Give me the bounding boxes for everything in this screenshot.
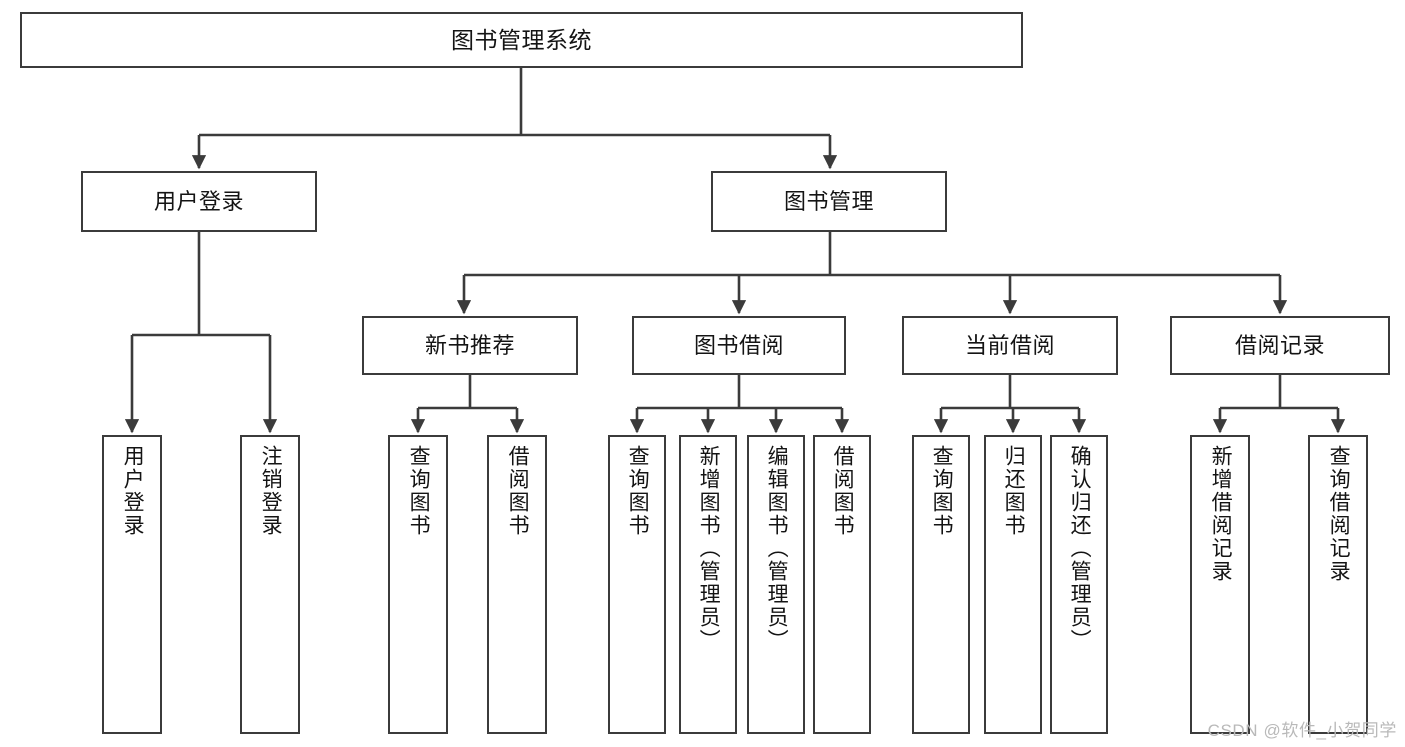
csdn-watermark: CSDN @软件_小贺同学 (1207, 721, 1397, 740)
node-label: 图书管理 (783, 188, 874, 214)
node-label: 查询借阅记录 (1327, 445, 1351, 583)
node-label: 查询图书 (930, 445, 954, 537)
node-book-borrow[interactable]: 图书借阅 (632, 316, 846, 375)
node-leaf-logout[interactable]: 注销登录 (240, 435, 300, 734)
node-user-login[interactable]: 用户登录 (81, 171, 317, 232)
node-leaf-add-record[interactable]: 新增借阅记录 (1190, 435, 1250, 734)
node-leaf-query-book-2[interactable]: 查询图书 (608, 435, 666, 734)
node-leaf-add-book[interactable]: 新增图书（管理员） (679, 435, 737, 734)
node-root-system[interactable]: 图书管理系统 (20, 12, 1023, 68)
node-label: 确认归还（管理员） (1068, 445, 1092, 652)
node-label: 借阅图书 (831, 445, 855, 537)
node-label: 当前借阅 (964, 332, 1055, 358)
node-label: 图书借阅 (693, 332, 784, 358)
node-label: 注销登录 (259, 445, 283, 537)
node-leaf-query-book-1[interactable]: 查询图书 (388, 435, 448, 734)
node-leaf-user-login[interactable]: 用户登录 (102, 435, 162, 734)
node-leaf-borrow-book-2[interactable]: 借阅图书 (813, 435, 871, 734)
node-leaf-confirm-return[interactable]: 确认归还（管理员） (1050, 435, 1108, 734)
node-leaf-query-book-3[interactable]: 查询图书 (912, 435, 970, 734)
node-borrow-record[interactable]: 借阅记录 (1170, 316, 1390, 375)
node-label: 图书管理系统 (451, 26, 592, 53)
node-leaf-query-record[interactable]: 查询借阅记录 (1308, 435, 1368, 734)
node-label: 用户登录 (153, 188, 244, 214)
node-leaf-return-book[interactable]: 归还图书 (984, 435, 1042, 734)
node-label: 用户登录 (121, 445, 145, 537)
node-label: 查询图书 (407, 445, 431, 537)
node-book-manage[interactable]: 图书管理 (711, 171, 947, 232)
node-label: 借阅图书 (506, 445, 530, 537)
node-label: 归还图书 (1002, 445, 1026, 537)
node-label: 新书推荐 (424, 332, 515, 358)
node-leaf-edit-book[interactable]: 编辑图书（管理员） (747, 435, 805, 734)
node-current-borrow[interactable]: 当前借阅 (902, 316, 1118, 375)
node-new-book-rec[interactable]: 新书推荐 (362, 316, 578, 375)
node-label: 新增图书（管理员） (697, 445, 721, 652)
node-leaf-borrow-book-1[interactable]: 借阅图书 (487, 435, 547, 734)
node-label: 查询图书 (626, 445, 650, 537)
node-label: 编辑图书（管理员） (765, 445, 789, 652)
node-label: 新增借阅记录 (1209, 445, 1233, 583)
node-label: 借阅记录 (1234, 332, 1325, 358)
